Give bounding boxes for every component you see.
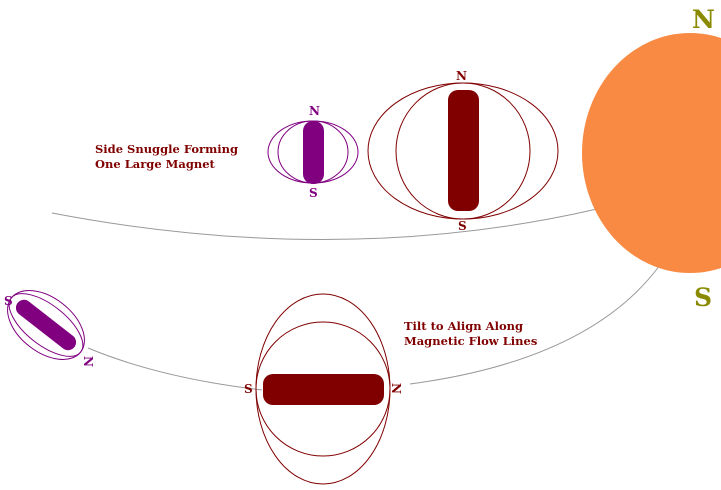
sun-south-label: S [694, 283, 712, 312]
sun [582, 33, 721, 273]
top-small-magnet-south: S [309, 186, 318, 200]
side-snuggle-caption-line2: One Large Magnet [95, 157, 216, 171]
field-line [395, 82, 531, 220]
sun-north-label: N [692, 5, 715, 34]
top-big-magnet-south: S [458, 219, 467, 233]
bottom-magnet-south: S [244, 382, 253, 396]
tilted-small-magnet-south: S [4, 294, 13, 308]
bottom-magnet-bar [263, 374, 384, 405]
tilted-small-magnet-bar [15, 299, 77, 351]
top-small-magnet-group: N S [267, 104, 359, 200]
field-line [255, 321, 391, 457]
bottom-magnet-group: S N [244, 293, 403, 485]
lower-orbit-line-right [409, 264, 661, 385]
top-big-magnet-north: N [456, 69, 467, 83]
field-line [8, 293, 84, 357]
top-big-magnet-group: N S [367, 69, 559, 233]
top-small-magnet-north: N [309, 104, 320, 118]
tilt-align-caption-line1: Tilt to Align Along [404, 319, 523, 333]
top-small-magnet-bar [303, 121, 324, 184]
bottom-magnet-north: N [389, 383, 403, 394]
tilt-align-caption-line2: Magnetic Flow Lines [404, 334, 537, 348]
upper-orbit-line [51, 208, 598, 240]
top-big-magnet-bar [448, 90, 479, 211]
tilted-small-magnet-north: N [81, 356, 95, 367]
lower-orbit-line [87, 347, 263, 391]
tilted-small-magnet-group: S N [4, 290, 95, 367]
side-snuggle-caption-line1: Side Snuggle Forming [95, 142, 238, 156]
